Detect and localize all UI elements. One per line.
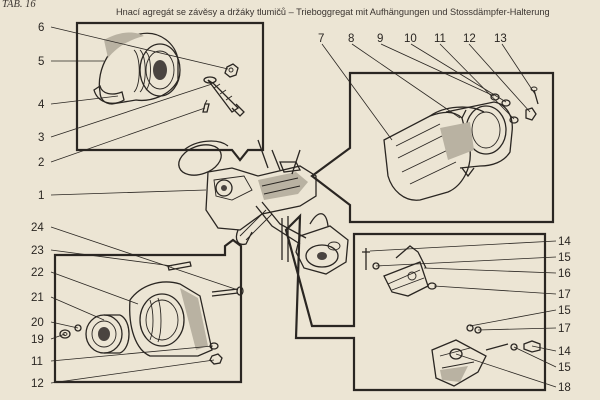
diagram-title: Hnací agregát se závěsy a držáky tlumičů… — [116, 7, 550, 17]
callout-15-a: 15 — [558, 252, 571, 264]
mount-nut-part — [224, 63, 239, 78]
callout-8: 8 — [348, 33, 354, 45]
callout-15-b: 15 — [558, 305, 571, 317]
callout-9: 9 — [377, 33, 383, 45]
callout-3: 3 — [38, 132, 44, 144]
callout-5: 5 — [38, 56, 44, 68]
upper-shock-bracket-part — [383, 245, 429, 297]
callout-24: 24 — [31, 222, 44, 234]
bracket-pin-part — [167, 261, 192, 271]
bearing-part — [85, 314, 130, 354]
mount-bolt-part — [203, 76, 245, 117]
callout-14-b: 14 — [558, 346, 571, 358]
lower-shock-bracket-part — [431, 339, 487, 387]
callout-12-top: 12 — [463, 33, 476, 45]
frame-top-right — [310, 71, 555, 224]
callout-11-bottom: 11 — [31, 356, 43, 368]
callout-6: 6 — [38, 22, 44, 34]
bracket-bolt-part — [211, 286, 244, 297]
frame-bottom-right — [284, 213, 547, 392]
callout-1: 1 — [38, 190, 44, 202]
callout-18: 18 — [558, 382, 571, 394]
callout-13: 13 — [494, 33, 507, 45]
small-hardware-top-right — [490, 86, 539, 124]
drive-unit-assembly — [178, 139, 349, 275]
callout-22: 22 — [31, 267, 44, 279]
small-hardware-bottom-left — [59, 324, 223, 365]
fan-housing-part — [383, 101, 513, 201]
small-hardware-bottom-right — [362, 248, 541, 353]
leader-lines — [50, 26, 557, 388]
callout-23: 23 — [31, 245, 44, 257]
frame-bottom-left — [53, 238, 243, 384]
callout-17-a: 17 — [558, 289, 571, 301]
callout-10: 10 — [404, 33, 417, 45]
callout-12-bottom: 12 — [31, 378, 44, 390]
callout-7: 7 — [318, 33, 324, 45]
callout-19: 19 — [31, 334, 44, 346]
tab-number: TAB. 16 — [2, 0, 36, 10]
rubber-mount-part — [93, 32, 181, 105]
mount-pin-part — [202, 99, 210, 113]
callout-2: 2 — [38, 157, 44, 169]
callout-4: 4 — [38, 99, 45, 111]
shock-bracket-part — [129, 281, 213, 357]
callout-15-c: 15 — [558, 362, 571, 374]
callout-16: 16 — [558, 268, 571, 280]
callout-11-top: 11 — [434, 33, 446, 45]
callout-14-a: 14 — [558, 236, 571, 248]
callout-21: 21 — [31, 292, 44, 304]
callout-20: 20 — [31, 317, 44, 329]
callout-17-b: 17 — [558, 323, 571, 335]
frame-top-left — [75, 21, 265, 162]
